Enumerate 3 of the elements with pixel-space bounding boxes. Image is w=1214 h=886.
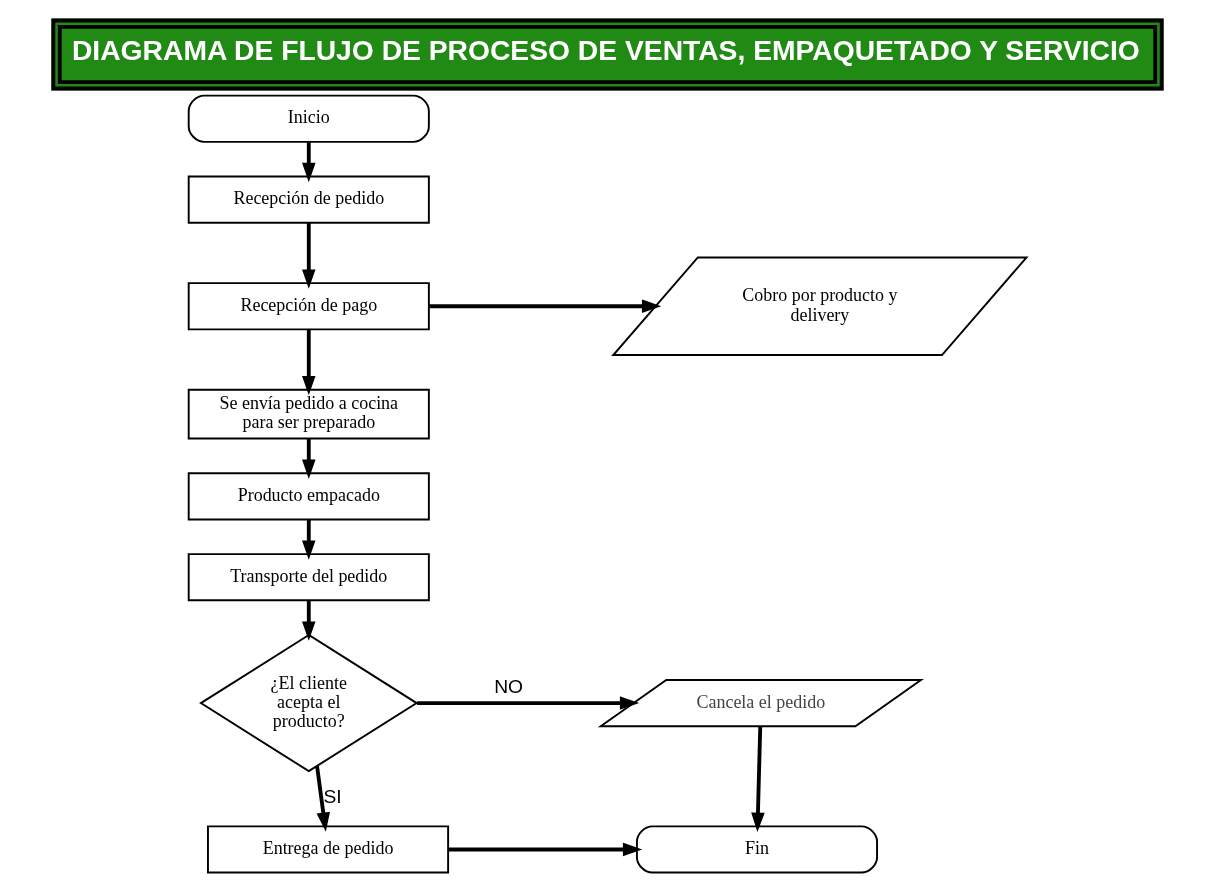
diagram-title: DIAGRAMA DE FLUJO DE PROCESO DE VENTAS, EMPAQUETADO Y SERVICIO xyxy=(71,34,1140,67)
edge-label: SI xyxy=(322,786,342,808)
edge-label: NO xyxy=(493,675,523,697)
